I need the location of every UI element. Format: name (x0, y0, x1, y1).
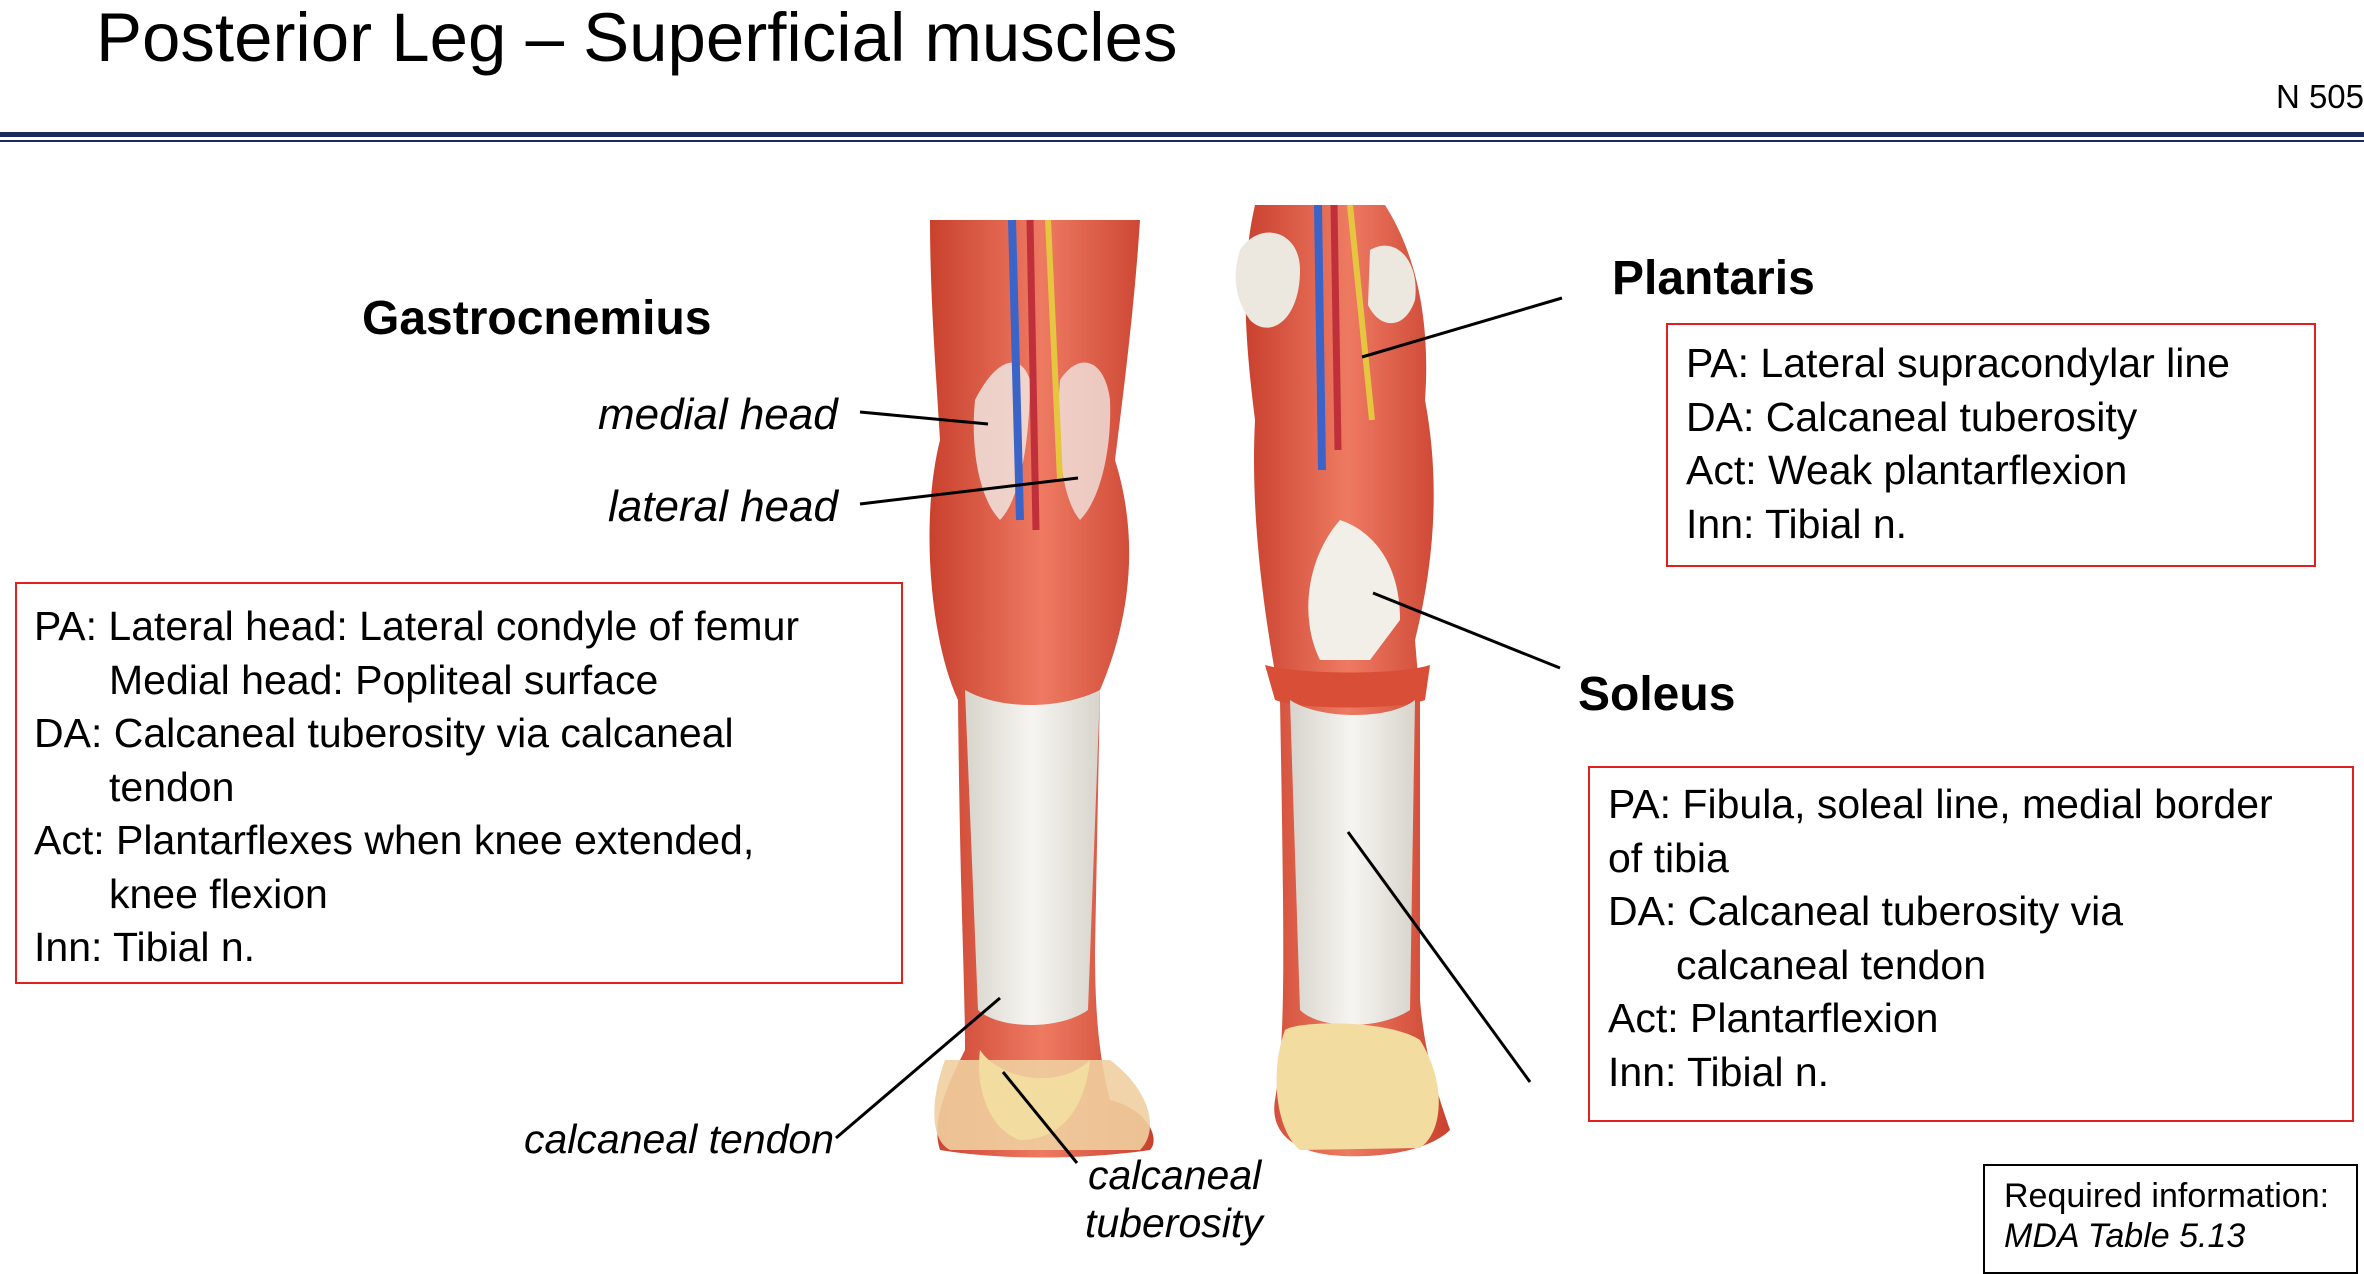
leader-medial-head (859, 410, 989, 426)
lateral-head-label: lateral head (608, 482, 838, 531)
calcaneal-tuberosity-label-1: calcaneal (1088, 1152, 1262, 1198)
gastrocnemius-da: DA: Calcaneal tuberosity via calcaneal (34, 710, 734, 756)
gastrocnemius-act: Act: Plantarflexes when knee extended, (34, 817, 755, 863)
plantaris-act: Act: Weak plantarflexion (1686, 447, 2128, 493)
required-info-table: MDA Table 5.13 (2004, 1217, 2246, 1255)
page-title: Posterior Leg – Superficial muscles (96, 0, 1178, 76)
gastrocnemius-da-cont: tendon (109, 763, 235, 810)
soleus-act: Act: Plantarflexion (1608, 995, 1939, 1041)
gastrocnemius-info-box: PA: Lateral head: Lateral condyle of fem… (15, 582, 903, 984)
calcaneal-tuberosity-label-2: tuberosity (1085, 1200, 1263, 1246)
header-rule-thin (0, 140, 2364, 142)
leader-lines (835, 296, 1563, 1164)
calcaneal-tendon-label: calcaneal tendon (524, 1116, 835, 1162)
soleus-da-cont: calcaneal tendon (1676, 941, 1987, 988)
left-leg-figure (929, 219, 1154, 1158)
medial-head-label: medial head (598, 390, 838, 439)
soleus-info-box: PA: Fibula, soleal line, medial border o… (1588, 766, 2354, 1122)
leader-soleus-lower (1346, 831, 1532, 1083)
gastrocnemius-inn: Inn: Tibial n. (34, 924, 256, 970)
leader-soleus (1372, 591, 1561, 670)
gastrocnemius-pa-medial: Medial head: Popliteal surface (109, 656, 659, 703)
required-info-box: Required information: MDA Table 5.13 (1983, 1164, 2358, 1274)
soleus-pa: PA: Fibula, soleal line, medial border (1608, 781, 2273, 827)
gastrocnemius-pa: PA: Lateral head: Lateral condyle of fem… (34, 603, 800, 649)
leader-calcaneal-tendon (835, 996, 1001, 1140)
soleus-heading: Soleus (1578, 668, 1736, 721)
plantaris-pa: PA: Lateral supracondylar line (1686, 340, 2230, 386)
leader-lateral-head (859, 476, 1079, 506)
gastrocnemius-act-cont: knee flexion (109, 870, 328, 917)
header-rule (0, 132, 2364, 137)
soleus-inn: Inn: Tibial n. (1608, 1048, 1830, 1095)
plantaris-da: DA: Calcaneal tuberosity (1686, 393, 2138, 440)
soleus-da: DA: Calcaneal tuberosity via (1608, 888, 2124, 934)
plantaris-inn: Inn: Tibial n. (1686, 500, 1908, 547)
plantaris-info-box: PA: Lateral supracondylar line DA: Calca… (1666, 323, 2316, 567)
soleus-pa-cont: of tibia (1608, 834, 1729, 881)
gastrocnemius-heading: Gastrocnemius (362, 292, 712, 345)
right-leg-figure (1235, 204, 1450, 1157)
plantaris-heading: Plantaris (1612, 252, 1815, 305)
leader-calcaneal-tuberosity (1001, 1071, 1079, 1164)
required-info-label: Required information: (2004, 1177, 2330, 1215)
slide-reference: N 505 (2275, 78, 2364, 115)
leader-plantaris (1361, 296, 1563, 359)
